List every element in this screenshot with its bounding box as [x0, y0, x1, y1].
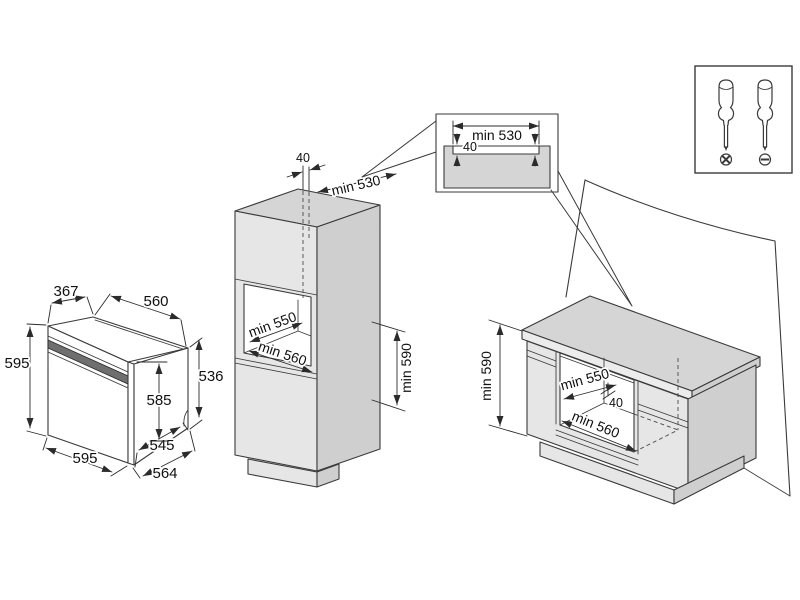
kitchen-wall	[565, 179, 791, 497]
phillips-tip	[724, 147, 728, 151]
dim-label-min590-column: min 590	[398, 343, 414, 393]
dim-label-40-inset: 40	[463, 140, 477, 154]
dim-base-vent-gap: 40	[600, 382, 625, 412]
oven-control-panel-line	[47, 335, 129, 373]
flathead-tip	[763, 147, 767, 151]
phillips-cross	[721, 155, 731, 164]
dim-label-585: 585	[146, 392, 171, 409]
dim-inset-cutout-depth: 40	[453, 133, 539, 167]
wall-right-edge	[774, 240, 791, 497]
tools-box	[694, 65, 793, 174]
dim-oven-front-height: 595	[3, 323, 47, 437]
oven-isometric-view: 367 560 595 595 545 564	[3, 281, 226, 484]
dim-inset-cutout-width: min 530	[452, 120, 540, 145]
oven-door-side-strip	[127, 361, 135, 466]
cabinet-stile-lines	[555, 351, 639, 455]
column-right-face	[316, 204, 381, 472]
column-vent-hidden-line	[302, 191, 310, 298]
dim-column-top-depth: min 530	[317, 170, 397, 200]
base-plinth-side	[673, 455, 745, 505]
column-plinth-side	[316, 463, 340, 488]
tall-cabinet-view: 40 min 530 min 550 min 560 min 590	[234, 149, 416, 488]
wall-floor-line	[743, 467, 791, 497]
dim-column-niche-height: min 590	[371, 321, 416, 412]
dim-oven-top-width: 560	[94, 291, 187, 347]
tools-frame	[694, 65, 793, 174]
dim-label-min590-base: min 590	[478, 351, 494, 401]
oven-top-back-seam	[94, 319, 187, 351]
oven-door-top-line	[47, 351, 129, 389]
dim-label-min530-inset: min 530	[472, 127, 522, 143]
left-drawer-lines	[526, 349, 557, 368]
dim-column-vent-gap: 40	[286, 149, 326, 192]
base-cabinet-view: min 590 min 550 40 min 560	[476, 295, 761, 505]
wall-top-edge	[584, 179, 776, 242]
dim-oven-side-height: 536	[189, 337, 225, 430]
dim-label-min530-top: min 530	[330, 172, 382, 199]
inset-cutout-strip	[452, 145, 540, 155]
phillips-screwdriver-icon	[717, 79, 735, 166]
dim-oven-top-edge: 367	[47, 281, 94, 324]
dim-label-367: 367	[53, 283, 78, 300]
dim-label-595-width: 595	[72, 450, 97, 467]
niche-hidden-edges	[633, 358, 679, 453]
cutout-detail-inset: min 530 40	[435, 113, 559, 193]
wall-left-edge	[565, 179, 586, 298]
inset-pointer-to-column	[361, 120, 437, 178]
niche-worktop-underside-line	[559, 355, 635, 384]
dim-label-564: 564	[152, 465, 177, 482]
dim-label-560: 560	[143, 293, 168, 310]
inset-pointer-to-base-cabinet	[550, 170, 633, 307]
dim-base-niche-height: min 590	[476, 319, 528, 437]
dim-oven-total-depth: 564	[132, 430, 196, 484]
dim-oven-inner-height: 585	[136, 361, 173, 442]
right-drawer-lines	[637, 403, 689, 429]
dim-label-40-top: 40	[296, 151, 310, 165]
dim-label-40-base: 40	[609, 396, 623, 410]
dim-label-536: 536	[198, 368, 223, 385]
dim-label-595-height: 595	[4, 355, 29, 372]
dim-label-545: 545	[149, 437, 174, 454]
dim-oven-front-width: 595	[42, 437, 128, 477]
flathead-screwdriver-icon	[756, 79, 774, 166]
